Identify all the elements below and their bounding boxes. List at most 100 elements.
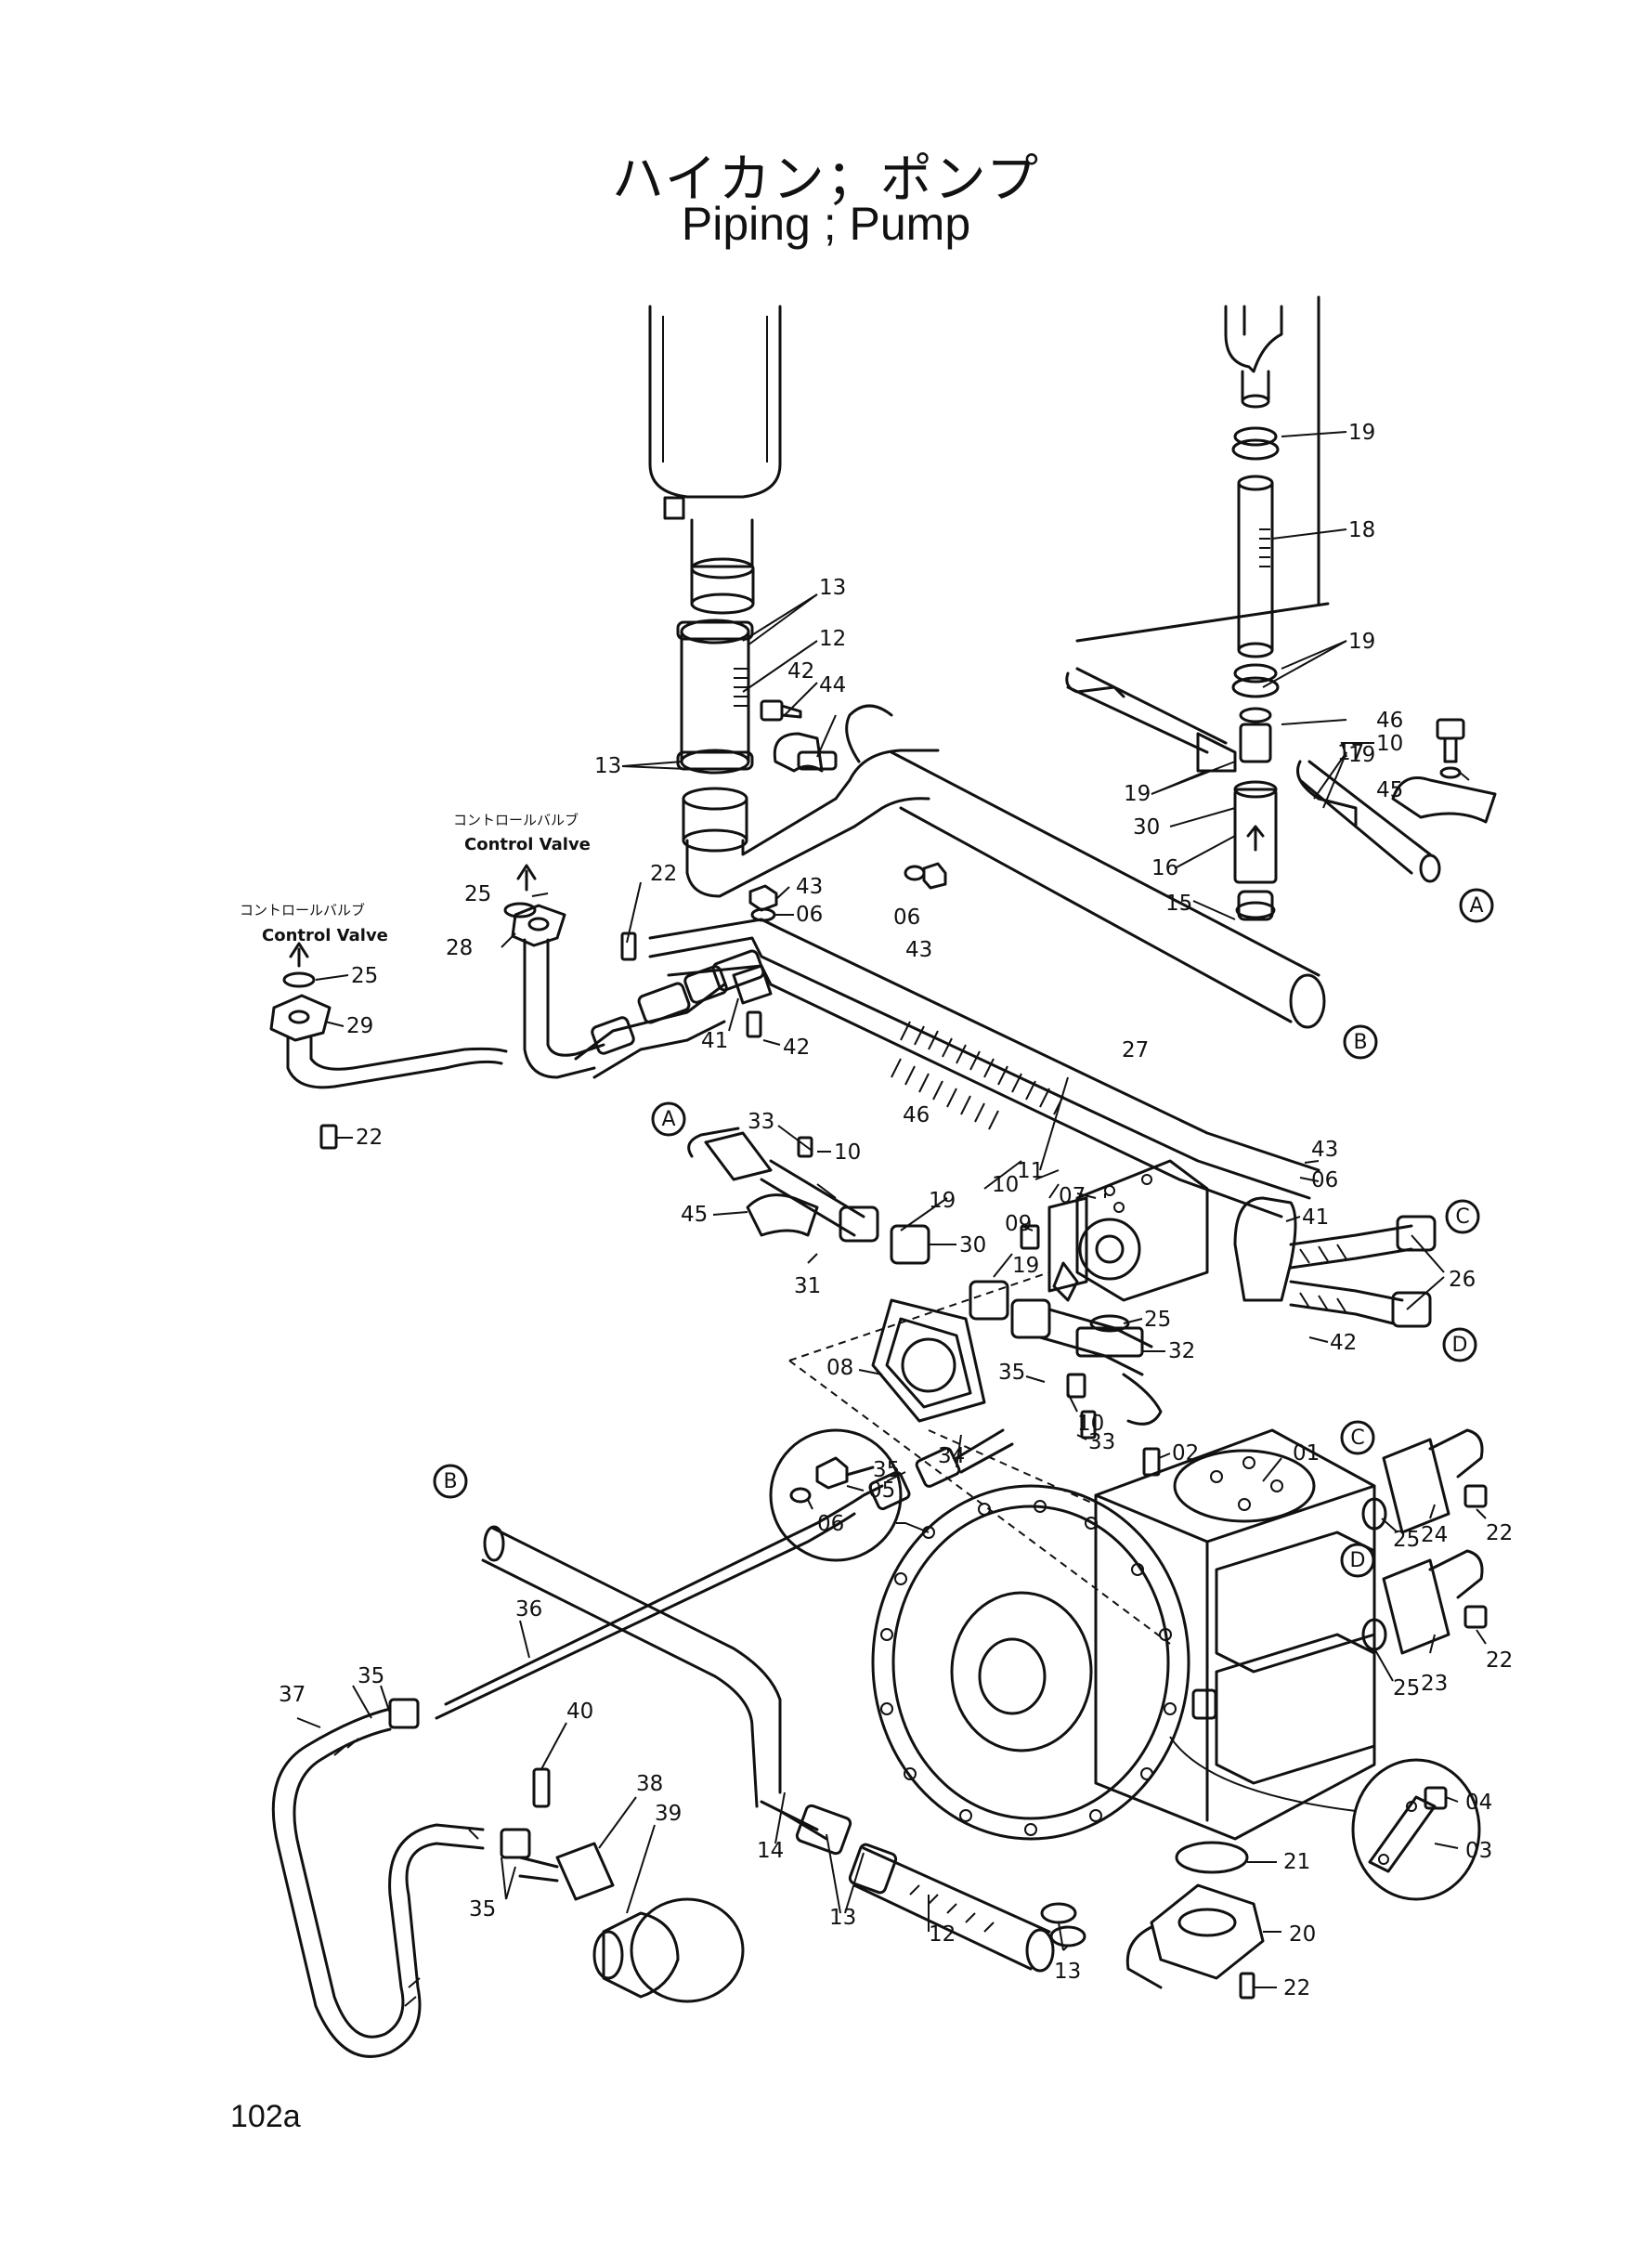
part-label-24: 24 bbox=[1421, 1523, 1448, 1547]
part-label-40: 40 bbox=[566, 1700, 593, 1724]
part-label-36: 36 bbox=[515, 1597, 542, 1622]
callout-letter: C bbox=[1350, 1427, 1364, 1450]
gasket-08 bbox=[871, 1298, 986, 1423]
part-label-30: 30 bbox=[959, 1233, 986, 1257]
detail-circle-05-06 bbox=[769, 1428, 930, 1562]
callout-a: A bbox=[651, 1101, 686, 1137]
part-label-21: 21 bbox=[1283, 1850, 1310, 1874]
part-label-28: 28 bbox=[446, 936, 473, 960]
control-valve-label-jp-upper: コントロールバルブ bbox=[453, 812, 579, 828]
callout-circle bbox=[1445, 1199, 1480, 1234]
part-label-13: 13 bbox=[1054, 1960, 1081, 1984]
part-label-06: 06 bbox=[796, 903, 823, 927]
part-label-45: 45 bbox=[1376, 778, 1403, 802]
part-label-19: 19 bbox=[1348, 421, 1375, 445]
callout-letter: B bbox=[443, 1470, 457, 1493]
part-label-25: 25 bbox=[351, 964, 378, 988]
part-label-22: 22 bbox=[1283, 1976, 1310, 2000]
callout-letter: D bbox=[1452, 1334, 1468, 1357]
part-label-33: 33 bbox=[748, 1110, 774, 1134]
callout-circle bbox=[1340, 1543, 1375, 1578]
callout-letter: C bbox=[1455, 1205, 1469, 1229]
part-label-43: 43 bbox=[796, 875, 823, 899]
clamp-41-right bbox=[1233, 1196, 1297, 1302]
part-label-27: 27 bbox=[1122, 1038, 1149, 1062]
part-label-25: 25 bbox=[1393, 1676, 1420, 1700]
part-label-43: 43 bbox=[1311, 1138, 1338, 1162]
part-label-31: 31 bbox=[794, 1274, 821, 1298]
elbow-20 bbox=[1125, 1883, 1265, 2000]
part-label-34: 34 bbox=[938, 1444, 965, 1468]
part-label-35: 35 bbox=[469, 1897, 496, 1922]
part-label-17: 17 bbox=[1337, 741, 1364, 765]
bolt-46-upper bbox=[1436, 718, 1465, 779]
filter-hose-12-upper bbox=[676, 619, 754, 775]
part-label-06: 06 bbox=[1311, 1168, 1338, 1192]
fittings-left-A bbox=[687, 1127, 1163, 1440]
part-label-04: 04 bbox=[1465, 1791, 1492, 1815]
part-label-10: 10 bbox=[834, 1140, 861, 1165]
part-label-44: 44 bbox=[819, 673, 846, 697]
main-suction-pipe bbox=[834, 704, 1326, 1029]
page-title-japanese: ハイカン；ポンプ bbox=[611, 150, 1041, 210]
part-label-42: 42 bbox=[1330, 1331, 1357, 1355]
part-label-33: 33 bbox=[1088, 1430, 1115, 1454]
callout-b: B bbox=[1343, 1024, 1378, 1060]
alignment-line bbox=[788, 1360, 1171, 1645]
hoses-26 bbox=[1289, 1215, 1437, 1328]
callout-circle bbox=[1442, 1327, 1477, 1362]
port-flange-23 bbox=[1361, 1549, 1488, 1655]
drain-hose-36 bbox=[435, 1428, 1014, 1720]
part-label-41: 41 bbox=[1302, 1205, 1329, 1230]
part-label-23: 23 bbox=[1421, 1672, 1448, 1696]
flange-29 bbox=[269, 971, 508, 1089]
part-label-39: 39 bbox=[655, 1802, 682, 1826]
part-label-05: 05 bbox=[868, 1479, 895, 1503]
part-label-09: 09 bbox=[1005, 1212, 1032, 1236]
part-label-42: 42 bbox=[787, 659, 814, 684]
clamp-45-upper bbox=[1391, 776, 1497, 824]
part-label-22: 22 bbox=[356, 1126, 383, 1150]
control-valve-label-jp-lower: コントロールバルブ bbox=[240, 902, 365, 919]
page-title-english: Piping ; Pump bbox=[681, 198, 971, 250]
alignment-line bbox=[788, 1271, 1050, 1362]
control-valve-label-en-lower: Control Valve bbox=[262, 926, 388, 945]
clamp-44 bbox=[773, 732, 838, 773]
part-label-41: 41 bbox=[701, 1029, 728, 1053]
part-label-25: 25 bbox=[464, 882, 491, 906]
part-label-35: 35 bbox=[873, 1458, 900, 1482]
part-label-13: 13 bbox=[819, 576, 846, 600]
part-label-13: 13 bbox=[829, 1906, 856, 1930]
part-label-10: 10 bbox=[1376, 732, 1403, 756]
part-label-19: 19 bbox=[1124, 782, 1151, 806]
part-label-30: 30 bbox=[1133, 815, 1160, 840]
flange-28 bbox=[503, 902, 605, 1079]
fitting-38-40 bbox=[518, 1767, 615, 1901]
part-label-19: 19 bbox=[1348, 743, 1375, 767]
part-label-12: 12 bbox=[929, 1922, 956, 1947]
alignment-line bbox=[928, 1429, 1097, 1505]
callout-a: A bbox=[1459, 888, 1494, 923]
part-label-14: 14 bbox=[757, 1839, 784, 1863]
part-label-08: 08 bbox=[826, 1356, 853, 1380]
part-label-20: 20 bbox=[1289, 1922, 1316, 1947]
main-pump-01 bbox=[871, 1428, 1376, 1841]
callout-c: C bbox=[1340, 1420, 1375, 1455]
part-label-06: 06 bbox=[893, 905, 920, 930]
callout-letter: A bbox=[661, 1108, 675, 1131]
part-label-46: 46 bbox=[903, 1103, 930, 1127]
part-label-46: 46 bbox=[1376, 709, 1403, 733]
part-label-12: 12 bbox=[819, 627, 846, 651]
part-label-16: 16 bbox=[1151, 856, 1178, 880]
part-label-26: 26 bbox=[1449, 1268, 1476, 1292]
leader-lines bbox=[296, 431, 1487, 1988]
part-label-19: 19 bbox=[1012, 1254, 1039, 1278]
part-label-11: 11 bbox=[1017, 1159, 1044, 1183]
callout-c: C bbox=[1445, 1199, 1480, 1234]
callout-letter: B bbox=[1353, 1031, 1367, 1054]
callout-circle bbox=[1340, 1420, 1375, 1455]
part-label-01: 01 bbox=[1293, 1441, 1320, 1466]
suction-hose-lower bbox=[481, 1525, 1086, 1973]
